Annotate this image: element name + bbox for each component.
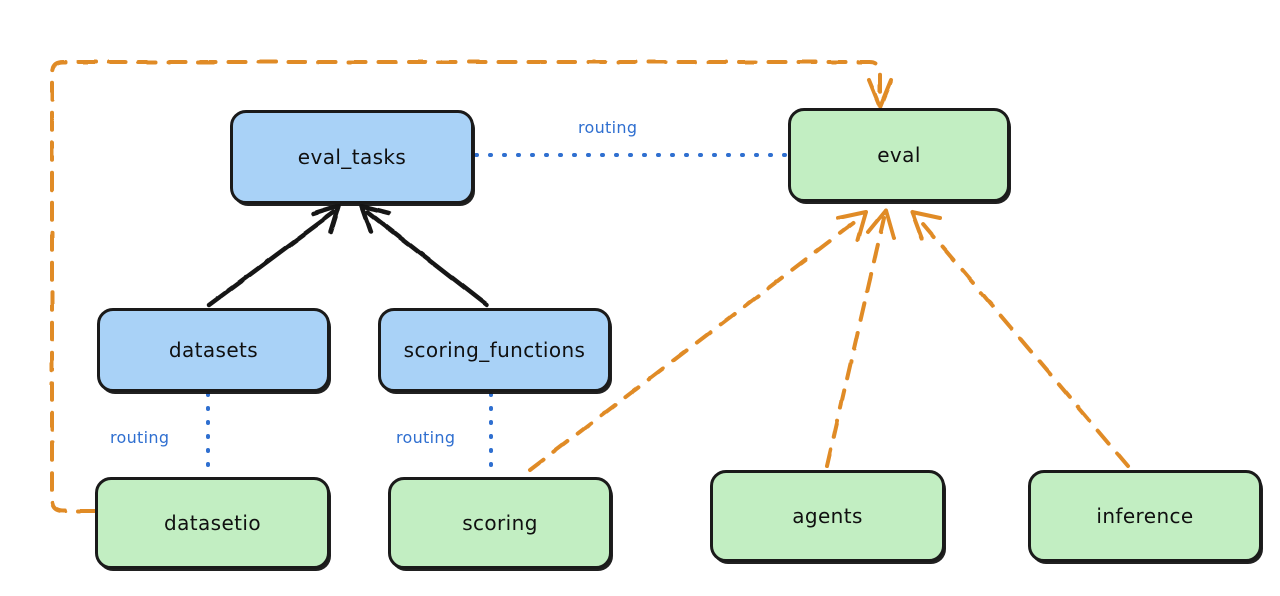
node-datasets[interactable]: datasets xyxy=(97,308,330,392)
node-label: eval xyxy=(877,143,921,167)
node-eval[interactable]: eval xyxy=(788,108,1010,202)
edge-label-routing-datasets-datasetio: routing xyxy=(110,428,170,447)
node-eval-tasks[interactable]: eval_tasks xyxy=(230,110,474,204)
node-label: inference xyxy=(1096,504,1194,528)
node-label: eval_tasks xyxy=(297,145,407,169)
edge-label-routing-scoring-functions-scoring: routing xyxy=(396,428,456,447)
node-label: scoring xyxy=(462,511,538,535)
node-label: datasets xyxy=(168,338,259,362)
node-datasetio[interactable]: datasetio xyxy=(95,477,330,569)
edge-inference-to-eval xyxy=(910,210,1130,468)
node-label: agents xyxy=(792,504,863,528)
edge-agents-to-eval xyxy=(825,208,896,468)
edge-label-routing-eval-tasks-eval: routing xyxy=(578,118,638,137)
node-inference[interactable]: inference xyxy=(1028,470,1262,562)
node-agents[interactable]: agents xyxy=(710,470,945,562)
edge-scoring_functions-to-eval_tasks xyxy=(359,203,490,308)
edge-datasets-to-eval_tasks xyxy=(206,203,342,308)
node-scoring-functions[interactable]: scoring_functions xyxy=(378,308,611,392)
node-label: datasetio xyxy=(163,511,261,535)
node-scoring[interactable]: scoring xyxy=(388,477,612,569)
node-label: scoring_functions xyxy=(403,338,586,362)
